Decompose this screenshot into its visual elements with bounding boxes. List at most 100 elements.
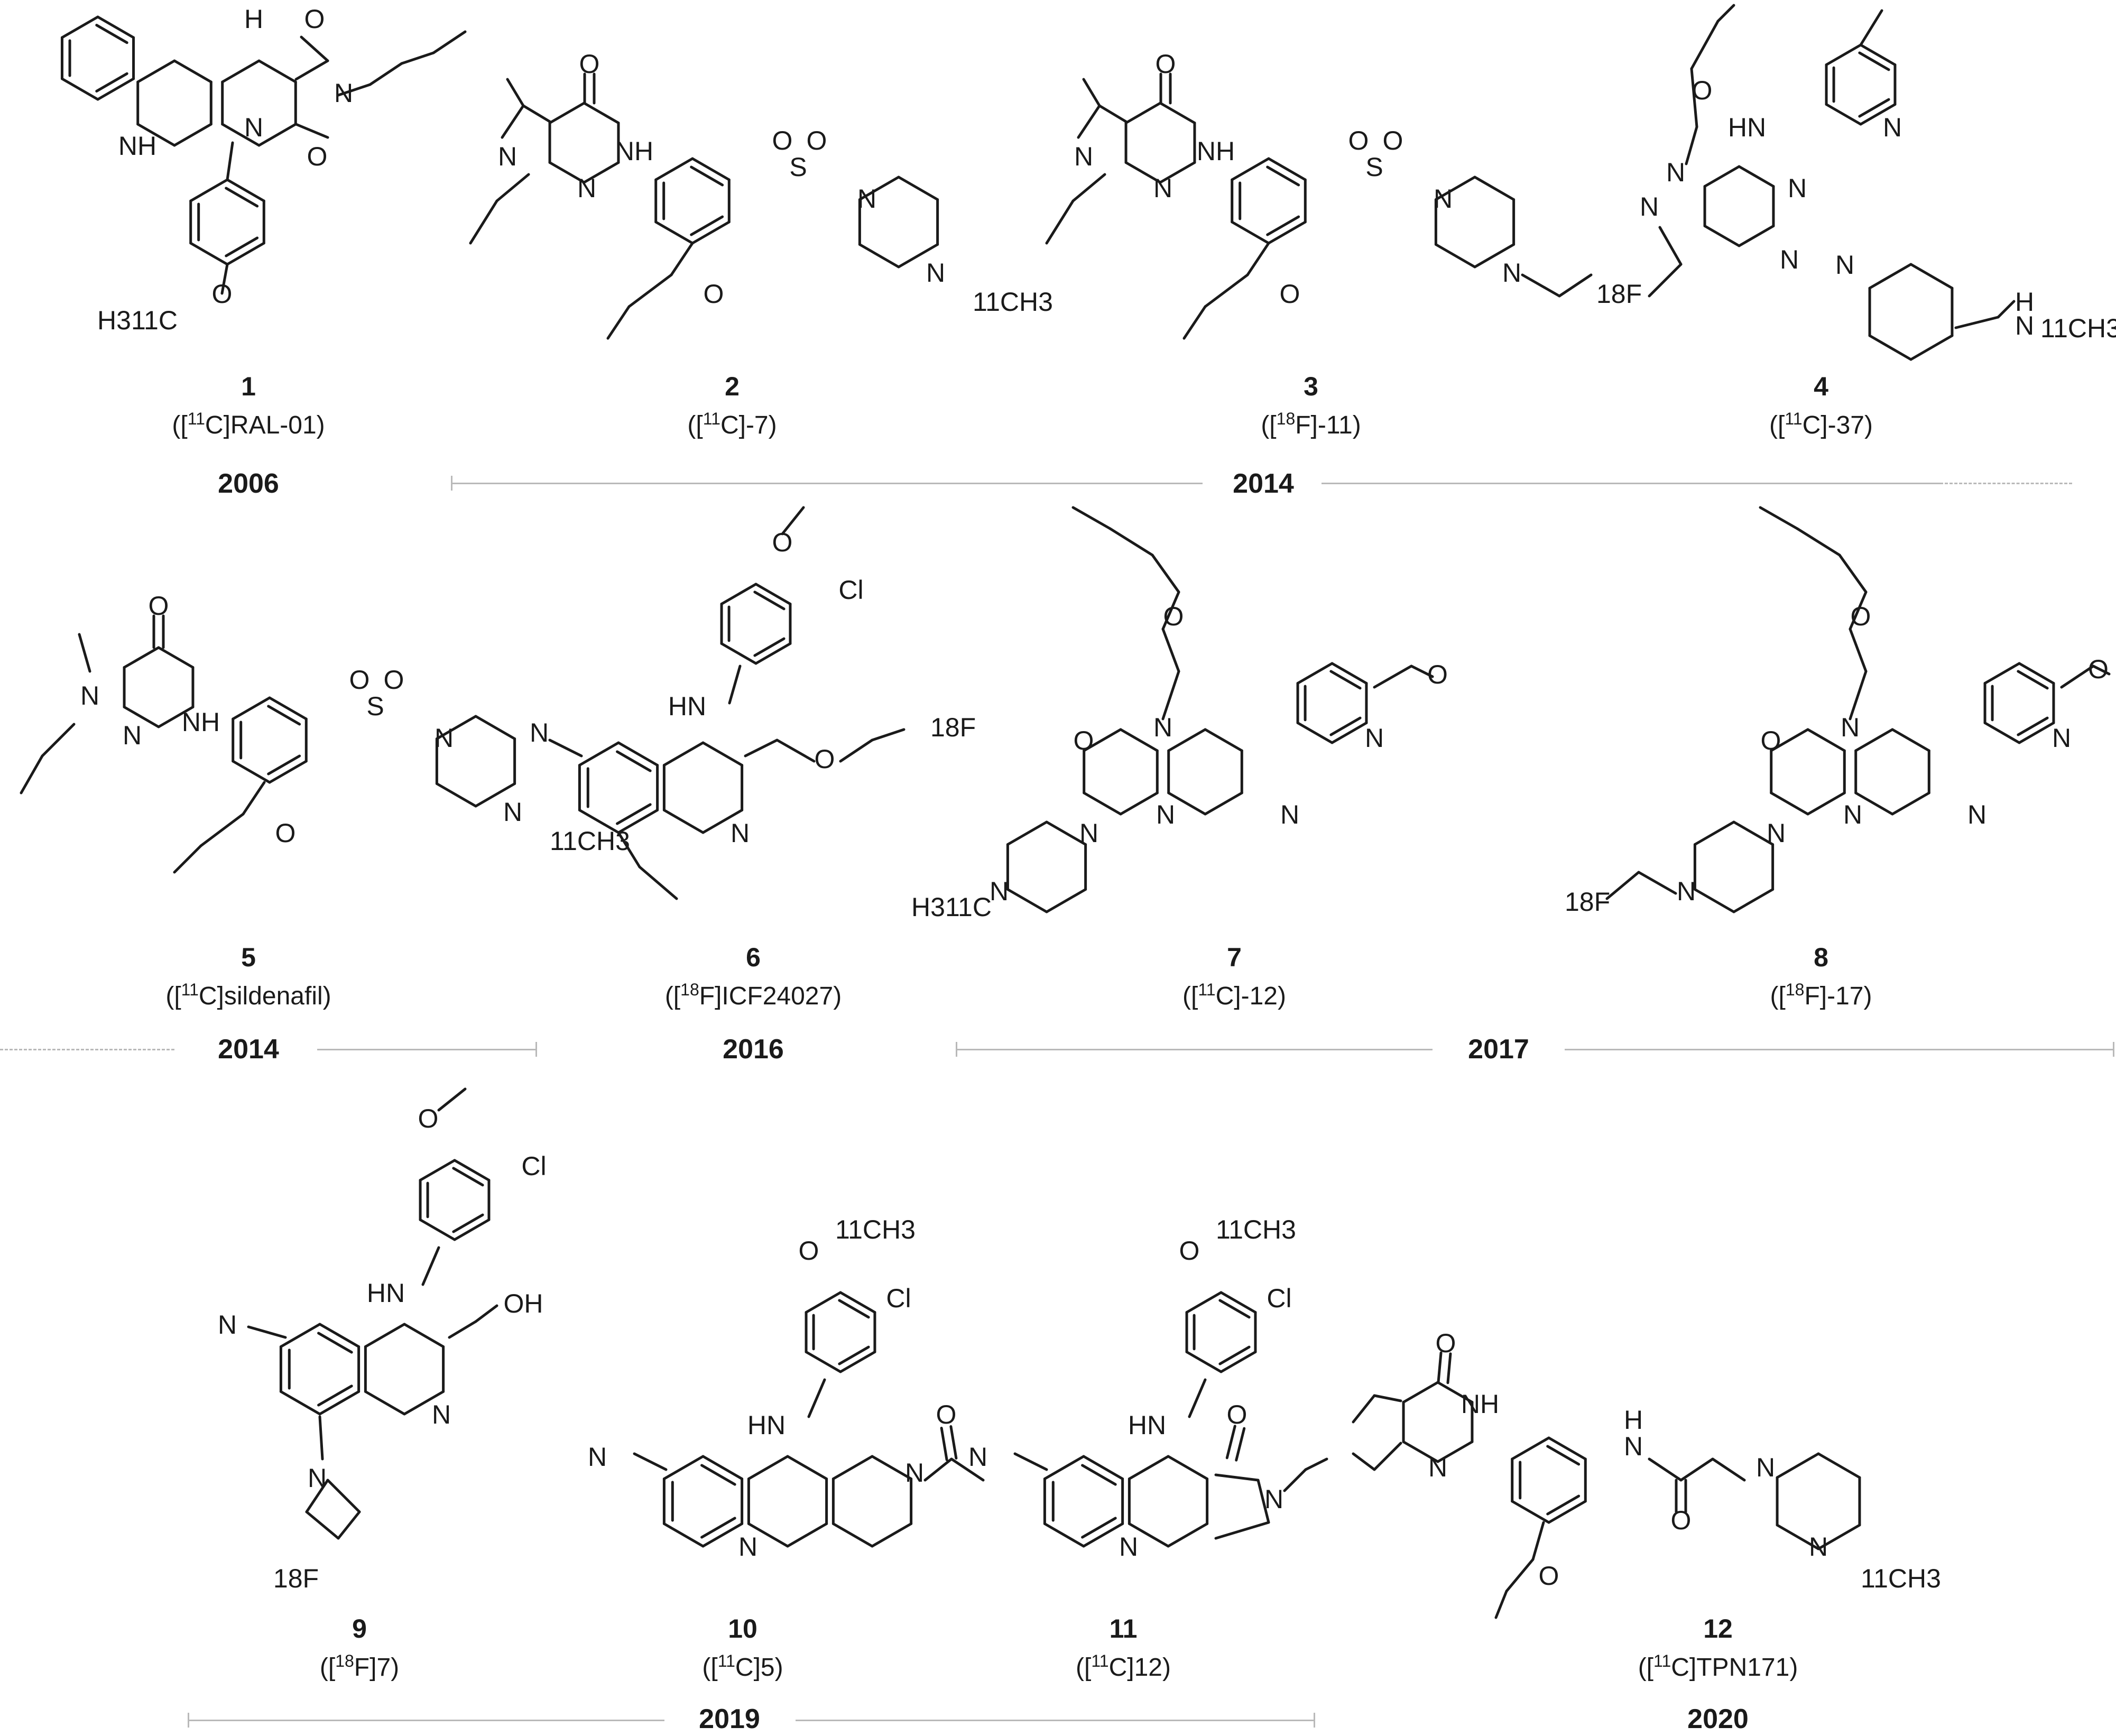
bond-line xyxy=(1849,590,1868,631)
atom-label-n: N xyxy=(577,173,596,203)
bond-line xyxy=(1219,1291,1257,1314)
atom-label-h: H xyxy=(2015,287,2034,317)
bond-line xyxy=(1703,165,1741,188)
bond-line xyxy=(1759,506,1799,530)
bond-line xyxy=(1648,1457,1683,1482)
bond-line xyxy=(1182,305,1207,340)
bond-line xyxy=(1436,1381,1474,1403)
bond-line xyxy=(173,844,202,874)
bond-line xyxy=(1185,1291,1223,1314)
timeline-tick xyxy=(956,1042,957,1057)
bond-line xyxy=(326,1479,361,1513)
bond-line xyxy=(1473,176,1516,201)
bond-line xyxy=(1071,173,1106,202)
atom-label-o: O xyxy=(2088,654,2109,684)
atom-label-h3c-11: H311C xyxy=(911,892,992,922)
bond-line xyxy=(1732,820,1775,846)
atom-label-n: N xyxy=(731,818,750,848)
compound-number: 10 xyxy=(728,1614,757,1643)
bond-line xyxy=(1219,1351,1257,1373)
atom-label-s: S xyxy=(366,691,384,721)
atom-label-n: N xyxy=(588,1442,607,1472)
bond-line xyxy=(690,215,724,236)
bond-line xyxy=(448,1320,477,1339)
year-label: 2020 xyxy=(1687,1704,1749,1734)
bond-line xyxy=(1796,527,1841,557)
atom-label-o: O xyxy=(1074,726,1094,755)
bond-line xyxy=(1266,215,1300,236)
atom-label-ch3-11: 11CH3 xyxy=(973,287,1053,317)
bond-line xyxy=(1909,263,1954,290)
bond-line xyxy=(225,187,259,208)
bond-line xyxy=(838,1299,870,1319)
compound-number: 7 xyxy=(1227,943,1242,972)
bond-line xyxy=(627,273,673,308)
bond-line xyxy=(474,782,516,808)
atom-label-n: N xyxy=(1079,818,1098,848)
atom-label-o: O xyxy=(772,126,793,155)
bond-line xyxy=(923,1457,953,1482)
bond-line xyxy=(226,141,234,181)
bond-line xyxy=(1081,1517,1117,1539)
atom-label-hn: HN xyxy=(668,691,706,721)
bond-line xyxy=(1859,103,1897,126)
bond-line xyxy=(617,741,659,767)
bond-line xyxy=(1161,627,1180,673)
bond-line xyxy=(1909,334,1954,361)
bond-line xyxy=(1511,1500,1550,1524)
bond-line xyxy=(437,1087,467,1112)
bond-line xyxy=(1266,165,1300,187)
bond-line xyxy=(633,1452,668,1471)
atom-label-n: N xyxy=(857,184,876,214)
compound-3: 3 ([18F]-11) xyxy=(1152,370,1470,441)
bond-line xyxy=(1521,273,1561,298)
bond-line xyxy=(123,646,160,669)
bond-line xyxy=(1128,1522,1170,1548)
atom-label-o: O xyxy=(1436,1328,1456,1358)
atom-label-s: S xyxy=(789,152,807,182)
bond-line xyxy=(1077,104,1101,139)
atom-label-h: H xyxy=(1624,1405,1643,1435)
bond-line xyxy=(897,176,939,201)
compound-name: ([18F]ICF24027) xyxy=(664,980,842,1010)
bond-line xyxy=(616,803,652,825)
atom-label-o: O xyxy=(1383,126,1403,155)
compound-4: 4 ([11C]-37) xyxy=(1662,370,1980,441)
atom-label-n: N xyxy=(1677,876,1696,906)
bond-line xyxy=(1006,820,1048,846)
atom-label-f18: 18F xyxy=(1596,279,1642,309)
bond-line xyxy=(728,664,742,705)
atom-label-o: O xyxy=(815,744,835,774)
bond-line xyxy=(1858,98,1890,118)
bond-line xyxy=(1151,553,1180,594)
bond-line xyxy=(1806,791,1846,816)
bond-line xyxy=(1434,176,1476,201)
bond-line xyxy=(1267,157,1307,181)
bond-line xyxy=(474,1304,498,1323)
bond-line xyxy=(1246,242,1270,276)
bond-line xyxy=(1716,4,1735,23)
bond-line xyxy=(786,1455,828,1480)
atom-label-s: S xyxy=(1365,152,1383,182)
bond-line xyxy=(1329,670,1362,690)
bond-line xyxy=(268,760,308,784)
atom-label-n: N xyxy=(1967,800,1986,829)
bond-line xyxy=(1124,101,1162,124)
bond-line xyxy=(940,1426,948,1461)
atom-label-o: O xyxy=(1179,1236,1200,1266)
bond-line xyxy=(701,809,744,834)
atom-label-n: N xyxy=(1074,142,1093,171)
bond-line xyxy=(318,1390,361,1416)
bond-line xyxy=(199,812,245,847)
bond-line xyxy=(247,1325,287,1339)
bond-line xyxy=(1605,871,1640,900)
atom-label-o: O xyxy=(304,4,325,34)
bond-line xyxy=(1006,888,1048,913)
bond-line xyxy=(1119,791,1159,816)
bond-line xyxy=(1235,1427,1246,1462)
atom-label-o: O xyxy=(1348,126,1369,155)
atom-label-o: O xyxy=(1280,279,1300,309)
bond-line xyxy=(754,583,792,605)
compound-2: 2 ([11C]-7) xyxy=(574,370,891,441)
